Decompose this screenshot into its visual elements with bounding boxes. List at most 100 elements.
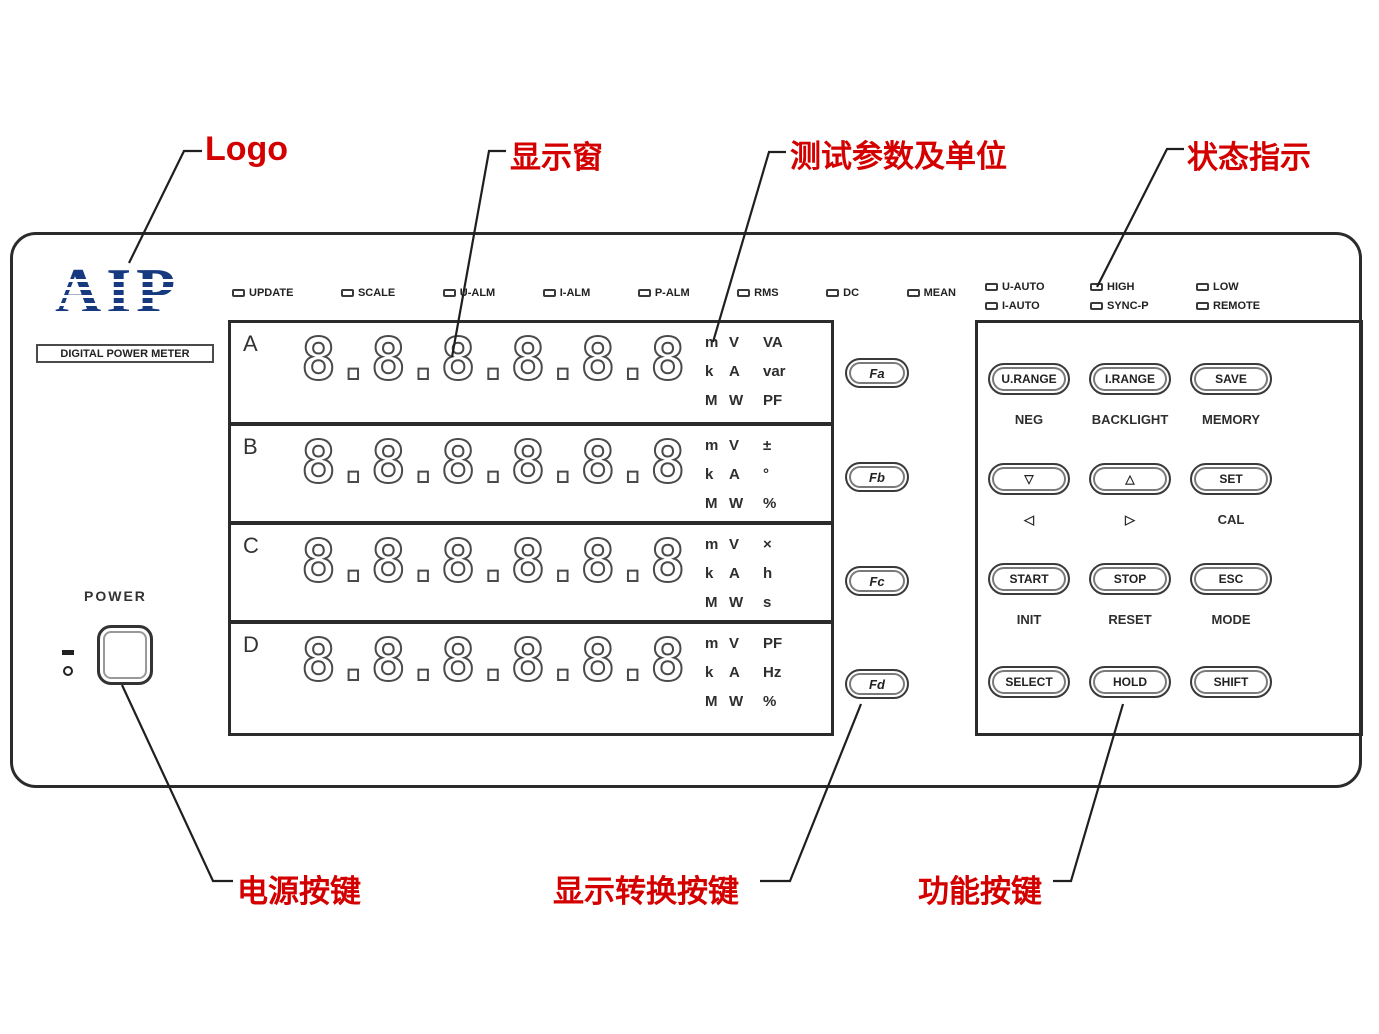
status-led-icon (985, 283, 998, 291)
key-sub-backlight: BACKLIGHT (1091, 412, 1169, 427)
annotation-power-key: 电源按键 (237, 874, 361, 909)
row-letter: C (243, 533, 259, 558)
status-led-icon (1196, 283, 1209, 291)
unit: k (705, 363, 714, 380)
status-low: LOW (1196, 281, 1239, 293)
unit: V (729, 536, 740, 553)
unit: A (729, 664, 740, 681)
status-i-auto: I-AUTO (985, 300, 1040, 312)
seven-segment-digits: 8.8.8.8.8.8 (300, 526, 686, 596)
status-label: REMOTE (1213, 300, 1261, 312)
indicator-led-icon (737, 289, 751, 297)
status-remote: REMOTE (1196, 300, 1260, 312)
key-stop[interactable]: STOP (1089, 563, 1171, 595)
unit: var (763, 363, 786, 380)
key-esc[interactable]: ESC (1190, 563, 1272, 595)
indicator-led-icon (232, 289, 245, 297)
unit: W (729, 495, 744, 512)
indicator-scale: SCALE (340, 287, 395, 299)
indicator-dc: DC (826, 287, 859, 299)
key-down-arrow[interactable]: ▽ (988, 463, 1070, 495)
unit: m (705, 437, 719, 454)
indicator-label: U-ALM (459, 287, 496, 299)
indicator-label: RMS (754, 287, 779, 299)
indicator-led-icon (637, 289, 651, 297)
key-hold[interactable]: HOLD (1089, 666, 1171, 698)
status-label: LOW (1213, 281, 1239, 293)
key-sub-cal: CAL (1217, 512, 1245, 527)
key-u-range[interactable]: U.RANGE (988, 363, 1070, 395)
indicator-label: I-ALM (559, 287, 591, 299)
power-off-mark-icon (63, 666, 73, 676)
key-start[interactable]: START (988, 563, 1070, 595)
annotation-logo: Logo (205, 130, 289, 168)
seven-segment-digits: 8.8.8.8.8.8 (300, 625, 686, 695)
indicator-i-alm: I-ALM (542, 287, 591, 299)
key-up-arrow[interactable]: △ (1089, 463, 1171, 495)
key-save[interactable]: SAVE (1190, 363, 1272, 395)
unit: % (763, 693, 777, 710)
unit: VA (763, 334, 783, 351)
status-sync-p: SYNC-P (1090, 300, 1149, 312)
key-sub-right-arrow: ▷ (1125, 512, 1135, 527)
indicator-label: MEAN (923, 287, 956, 299)
indicator-rms: RMS (737, 287, 779, 299)
unit: V (729, 635, 740, 652)
unit: k (705, 466, 714, 483)
power-on-mark-icon (62, 650, 74, 655)
status-led-icon (1090, 302, 1103, 310)
key-set[interactable]: SET (1190, 463, 1272, 495)
key-sub-reset: RESET (1108, 612, 1152, 627)
unit: s (763, 594, 772, 611)
annotation-status: 状态指示 (1187, 140, 1311, 175)
function-keypad (975, 320, 1363, 736)
unit: k (705, 565, 714, 582)
status-led-icon (985, 302, 998, 310)
unit: % (763, 495, 777, 512)
indicator-update: UPDATE (232, 287, 293, 299)
indicator-u-alm: U-ALM (442, 287, 496, 299)
display-switch-button-fc[interactable]: Fc (845, 566, 909, 596)
status-u-auto: U-AUTO (985, 281, 1045, 293)
key-shift[interactable]: SHIFT (1190, 666, 1272, 698)
status-led-icon (1196, 302, 1209, 310)
key-i-range[interactable]: I.RANGE (1089, 363, 1171, 395)
indicator-p-alm: P-ALM (637, 287, 690, 299)
unit: V (729, 334, 740, 351)
unit: ° (763, 466, 769, 483)
seven-segment-digits: 8.8.8.8.8.8 (300, 324, 686, 394)
annotation-params-units: 测试参数及单位 (790, 139, 1007, 174)
indicator-label: DC (843, 287, 860, 299)
unit: W (729, 392, 744, 409)
unit: M (705, 693, 718, 710)
key-sub-left-arrow: ◁ (1024, 512, 1034, 527)
display-switch-button-fb[interactable]: Fb (845, 462, 909, 492)
key-sub-neg: NEG (1014, 412, 1044, 427)
unit: ± (763, 437, 772, 454)
display-switch-button-fd[interactable]: Fd (845, 669, 909, 699)
unit: A (729, 565, 740, 582)
display-switch-button-fa[interactable]: Fa (845, 358, 909, 388)
row-letter: B (243, 434, 258, 459)
status-label: HIGH (1107, 281, 1135, 293)
power-button[interactable] (97, 625, 153, 685)
unit: M (705, 594, 718, 611)
unit: W (729, 693, 744, 710)
indicator-label: UPDATE (249, 287, 294, 299)
annotation-display-switch: 显示转换按键 (553, 874, 739, 909)
status-label: U-AUTO (1002, 281, 1045, 293)
annotation-function-keys: 功能按键 (918, 874, 1042, 909)
status-high: HIGH (1090, 281, 1135, 293)
unit: m (705, 334, 719, 351)
status-led-icon (1090, 283, 1103, 291)
unit: PF (763, 635, 783, 652)
brand-logo: AIP (55, 255, 181, 326)
indicator-led-icon (826, 289, 840, 297)
key-select[interactable]: SELECT (988, 666, 1070, 698)
